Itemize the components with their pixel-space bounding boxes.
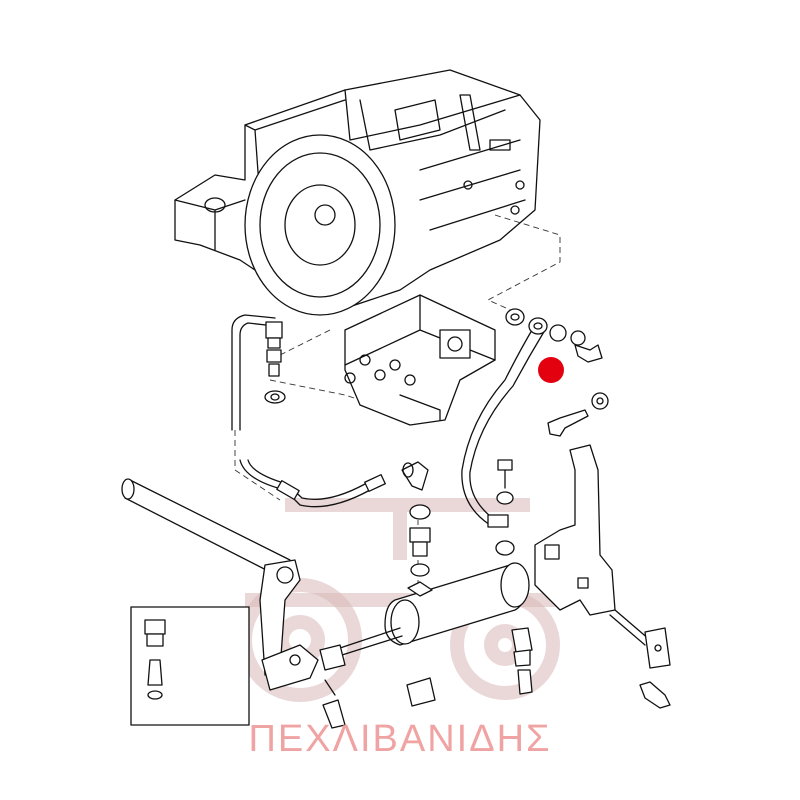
bottom-fittings [322, 627, 533, 729]
valve-block [344, 294, 496, 426]
highlight-dot [538, 357, 564, 383]
lower-hose [239, 459, 429, 508]
hydraulic-cylinder [319, 562, 530, 671]
left-pipe [231, 314, 286, 431]
washers-bolts [495, 308, 609, 556]
lift-shaft [121, 478, 319, 691]
right-bracket [534, 444, 671, 669]
curved-hose [461, 324, 546, 528]
bottom-bolt [639, 681, 671, 709]
inset-detail [130, 606, 250, 726]
transmission-housing [174, 69, 541, 316]
watermark-text: ΠΕΧΛΙΒΑΝΙΔΗΣ [248, 718, 552, 760]
center-fittings [409, 504, 431, 577]
